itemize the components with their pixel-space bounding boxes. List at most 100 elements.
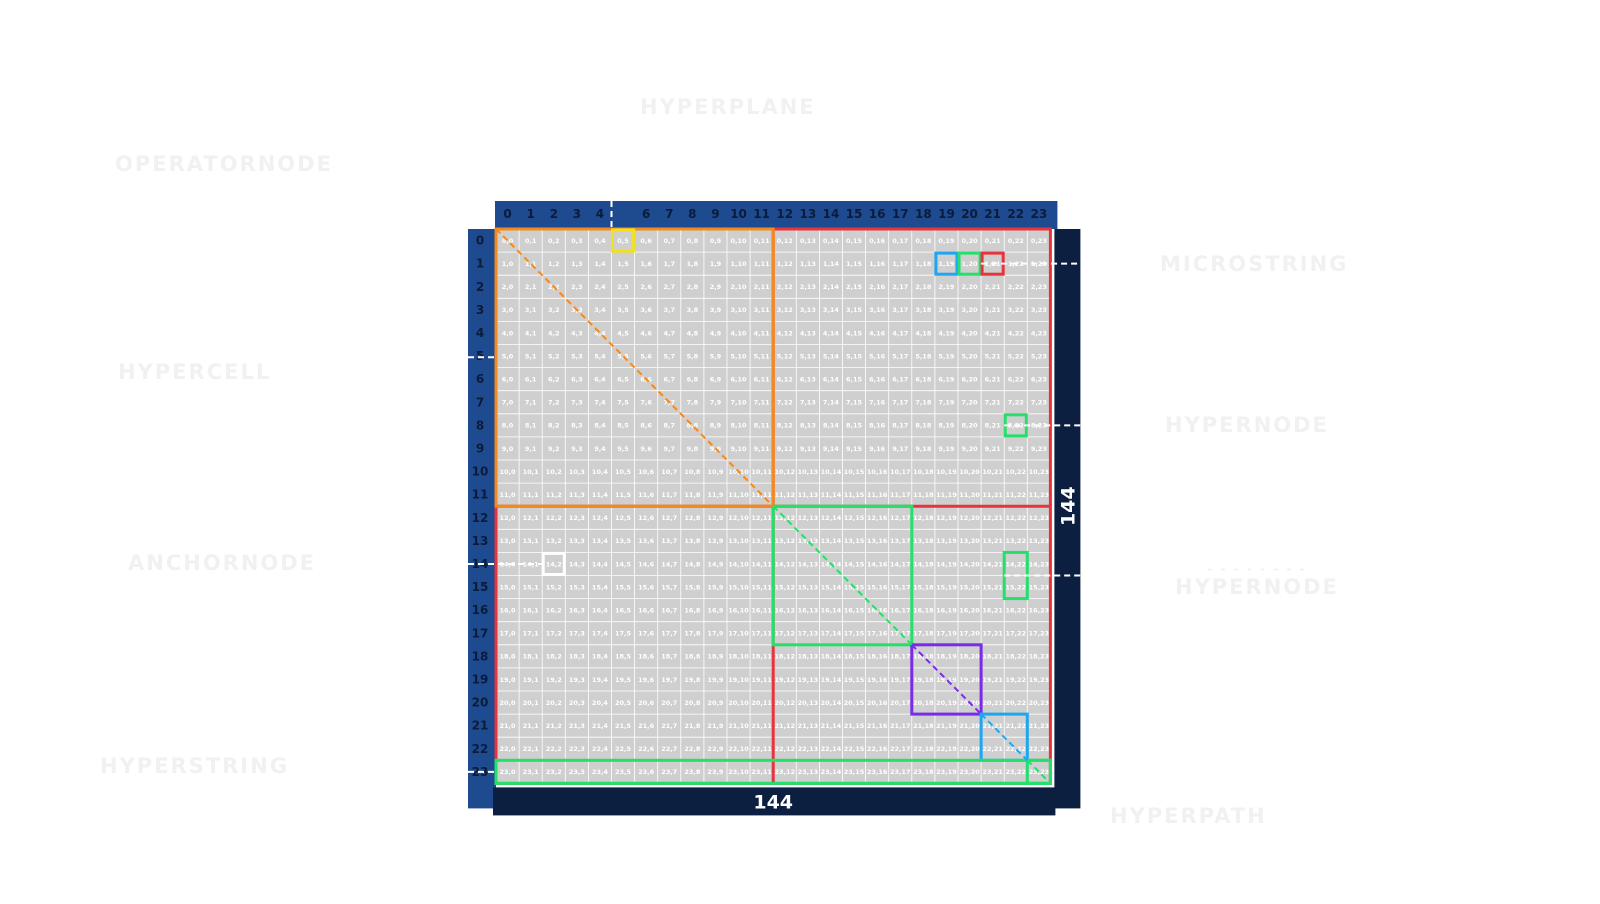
cell-label: 11,21 [982, 491, 1003, 499]
cell-label: 18,4 [592, 653, 609, 661]
cell-label: 21,12 [774, 722, 795, 730]
cell-label: 10,17 [890, 468, 911, 476]
column-header: 11 [753, 207, 770, 221]
cell-label: 21,4 [592, 722, 609, 730]
cell-label: 2,17 [892, 283, 908, 291]
cell-label: 17,15 [844, 630, 865, 638]
cell-label: 21,11 [751, 722, 772, 730]
cell-label: 8,14 [823, 422, 840, 430]
cell-label: 5,4 [594, 352, 606, 360]
cell-label: 18,14 [821, 653, 842, 661]
cell-label: 14,21 [982, 560, 1003, 568]
cell-label: 0,17 [892, 237, 908, 245]
cell-label: 5,20 [962, 352, 979, 360]
cell-label: 8,11 [754, 422, 771, 430]
row-header: 0 [476, 234, 484, 248]
cell-label: 12,17 [890, 514, 911, 522]
cell-label: 5,8 [687, 352, 699, 360]
cell-label: 10,11 [751, 468, 772, 476]
cell-label: 18,3 [569, 653, 585, 661]
cell-label: 4,5 [617, 329, 629, 337]
cell-label: 11,8 [684, 491, 701, 499]
cell-label: 22,19 [936, 745, 957, 753]
cell-label: 11,2 [546, 491, 562, 499]
cell-label: 6,14 [823, 375, 840, 383]
column-header: 10 [730, 207, 747, 221]
cell-label: 21,22 [1005, 722, 1026, 730]
cell-label: 1,4 [594, 260, 606, 268]
cell-label: 15,12 [774, 583, 795, 591]
cell-label: 0,18 [915, 237, 932, 245]
cell-label: 21,13 [798, 722, 819, 730]
cell-label: 11,12 [774, 491, 795, 499]
cell-label: 2,18 [915, 283, 932, 291]
cell-label: 17,14 [821, 630, 842, 638]
label-operatornode: OPERATORNODE [115, 152, 333, 176]
row-header: 22 [472, 742, 489, 756]
cell-label: 14,20 [959, 560, 980, 568]
cell-label: 13,19 [936, 537, 957, 545]
cell-label: 10,16 [867, 468, 888, 476]
cell-label: 16,21 [982, 606, 1003, 614]
cell-label: 15,21 [982, 583, 1003, 591]
cell-label: 23,23 [1029, 768, 1050, 776]
column-header: 19 [938, 207, 955, 221]
cell-label: 3,22 [1008, 306, 1024, 314]
cell-label: 18,19 [936, 653, 957, 661]
cell-label: 12,0 [500, 514, 517, 522]
cell-label: 10,18 [913, 468, 934, 476]
cell-label: 1,5 [617, 260, 629, 268]
cell-label: 20,22 [1005, 699, 1026, 707]
cell-label: 15,13 [798, 583, 819, 591]
cell-label: 11,13 [798, 491, 819, 499]
cell-label: 6,1 [525, 375, 537, 383]
cell-label: 0,22 [1008, 237, 1024, 245]
cell-label: 21,16 [867, 722, 888, 730]
cell-label: 7,8 [687, 399, 699, 407]
cell-label: 8,7 [663, 422, 675, 430]
cell-label: 20,13 [798, 699, 819, 707]
cell-label: 16,6 [638, 606, 655, 614]
cell-label: 22,1 [523, 745, 540, 753]
cell-label: 20,21 [982, 699, 1003, 707]
cell-label: 9,5 [617, 445, 629, 453]
cell-label: 18,1 [523, 653, 540, 661]
cell-label: 18,17 [890, 653, 911, 661]
cell-label: 7,15 [846, 399, 863, 407]
cell-label: 7,10 [731, 399, 748, 407]
cell-label: 9,14 [823, 445, 840, 453]
cell-label: 12,18 [913, 514, 934, 522]
cell-label: 3,11 [754, 306, 771, 314]
cell-label: 7,6 [640, 399, 652, 407]
cell-label: 0,13 [800, 237, 816, 245]
cell-label: 12,2 [546, 514, 562, 522]
cell-label: 7,2 [548, 399, 560, 407]
cell-label: 22,0 [500, 745, 517, 753]
cell-label: 2,13 [800, 283, 816, 291]
cell-label: 23,21 [982, 768, 1003, 776]
cell-label: 16,14 [821, 606, 842, 614]
cell-label: 22,8 [684, 745, 701, 753]
cell-label: 20,7 [661, 699, 677, 707]
cell-label: 22,4 [592, 745, 609, 753]
cell-label: 6,22 [1008, 375, 1024, 383]
cell-label: 2,14 [823, 283, 840, 291]
cell-label: 17,6 [638, 630, 655, 638]
column-header: 4 [596, 207, 604, 221]
column-header: 14 [823, 207, 840, 221]
cell-label: 5,15 [846, 352, 863, 360]
cell-label: 1,3 [571, 260, 583, 268]
cell-label: 3,23 [1031, 306, 1047, 314]
cell-label: 16,9 [707, 606, 724, 614]
cell-label: 13,17 [890, 537, 911, 545]
cell-0-5 [611, 228, 636, 253]
cell-label: 17,0 [500, 630, 517, 638]
green-block [771, 504, 914, 647]
cell-label: 19,2 [546, 676, 562, 684]
cell-label: 15,16 [867, 583, 888, 591]
cell-label: 23,16 [867, 768, 888, 776]
cell-label: 19,9 [707, 676, 724, 684]
cell-label: 1,1 [525, 260, 537, 268]
cell-label: 15,3 [569, 583, 585, 591]
cell-label: 8,20 [962, 422, 979, 430]
